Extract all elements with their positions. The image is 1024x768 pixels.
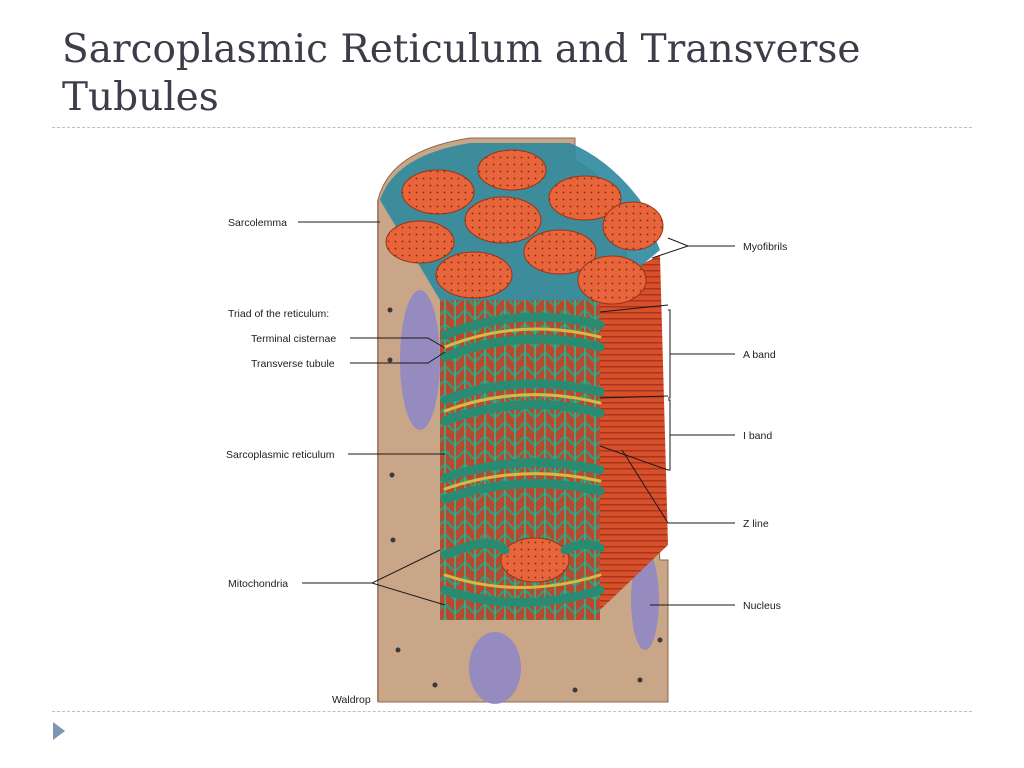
triad-bands bbox=[440, 312, 605, 607]
label-i-band: I band bbox=[743, 430, 772, 442]
footer-divider bbox=[52, 711, 972, 712]
leader-lines bbox=[298, 221, 735, 606]
title-divider bbox=[52, 127, 972, 128]
label-z-line: Z line bbox=[743, 518, 769, 530]
band-lines bbox=[599, 304, 669, 471]
myofibril-side bbox=[600, 255, 668, 610]
label-sarcolemma: Sarcolemma bbox=[228, 217, 287, 229]
nucleus-shape-lower bbox=[469, 632, 521, 704]
label-mitochondria: Mitochondria bbox=[228, 578, 288, 590]
artist-signature: Waldrop bbox=[332, 694, 371, 706]
label-myofibrils: Myofibrils bbox=[743, 241, 787, 253]
page-title: Sarcoplasmic Reticulum and Transverse Tu… bbox=[62, 27, 861, 120]
label-sarcoplasmic-reticulum: Sarcoplasmic reticulum bbox=[226, 449, 335, 461]
label-terminal-cisternae: Terminal cisternae bbox=[251, 333, 336, 345]
label-transverse-tubule: Transverse tubule bbox=[251, 358, 335, 370]
label-triad: Triad of the reticulum: bbox=[228, 308, 329, 320]
bullet-triangle-icon bbox=[53, 722, 65, 740]
nucleus-shape-upper bbox=[400, 290, 440, 430]
label-nucleus: Nucleus bbox=[743, 600, 781, 612]
nucleus-shape-right bbox=[631, 550, 659, 650]
myofibril-ends bbox=[385, 149, 664, 583]
label-a-band: A band bbox=[743, 349, 776, 361]
